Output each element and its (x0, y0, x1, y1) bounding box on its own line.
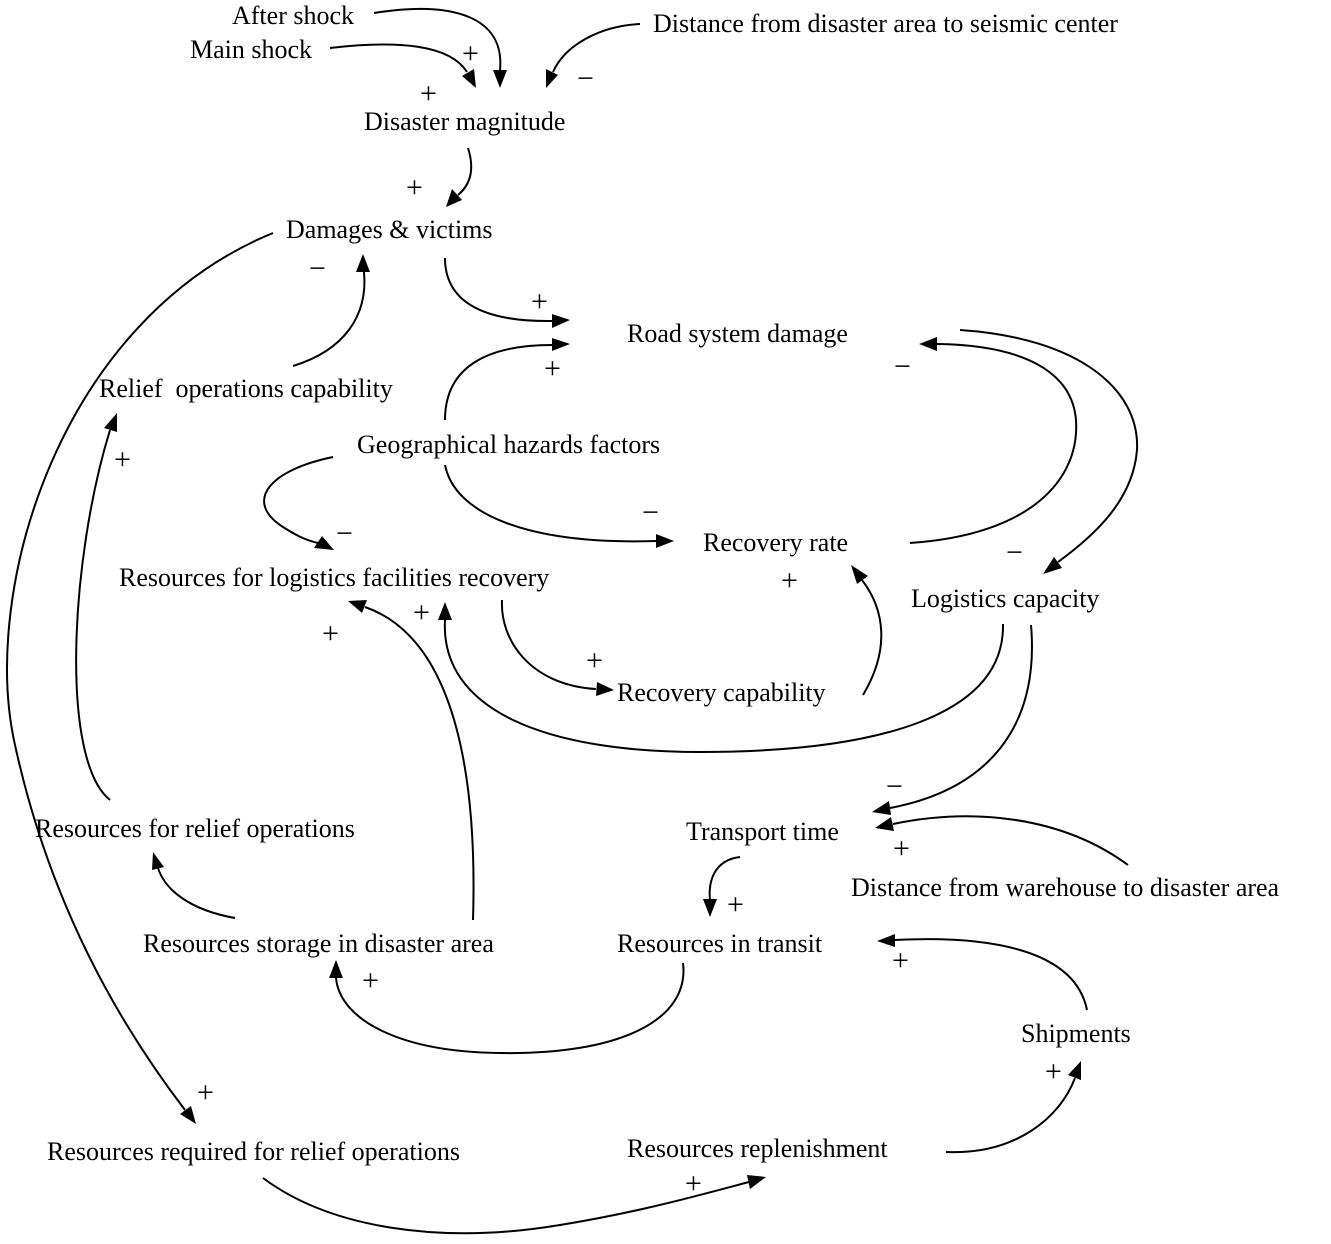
polarity-distance-seismic: − (577, 62, 594, 95)
polarity-in-transit-storage: + (362, 964, 379, 997)
node-disaster-magnitude: Disaster magnitude (364, 107, 565, 136)
node-road-system-damage: Road system damage (627, 319, 848, 348)
node-resources-required: Resources required for relief operations (47, 1137, 460, 1166)
link-distance-seismic-to-magnitude (546, 23, 641, 88)
node-recovery-capability: Recovery capability (617, 678, 826, 707)
link-after-shock-to-magnitude (373, 7, 507, 88)
link-damages-to-resources-required (6, 232, 274, 1124)
polarity-required-replenishment: + (685, 1167, 702, 1200)
node-after-shock: After shock (232, 1, 354, 30)
node-relief-operations-capability: Relief operations capability (99, 374, 393, 403)
polarity-damages-required: + (197, 1076, 214, 1109)
polarity-main-shock: + (420, 77, 437, 110)
polarity-transport-in-transit: + (727, 888, 744, 921)
link-recovery-capability-to-recovery-rate (851, 565, 883, 696)
polarity-capability-rate: + (781, 564, 798, 597)
polarity-recovery-rate-road: − (894, 350, 911, 383)
polarity-relief-capability-damages: − (309, 252, 326, 285)
polarity-logistics-capacity-transport: − (886, 770, 903, 803)
node-geographical-hazards-factors: Geographical hazards factors (357, 430, 660, 459)
node-logistics-capacity: Logistics capacity (911, 584, 1099, 613)
link-main-shock-to-magnitude (329, 43, 476, 88)
node-resources-storage: Resources storage in disaster area (143, 929, 494, 958)
link-relief-capability-to-damages (292, 254, 370, 367)
link-recovery-rate-to-road-damage (909, 337, 1078, 544)
polarity-relief-resources-capability: + (114, 443, 131, 476)
polarity-shipments-in-transit: + (892, 944, 909, 977)
polarity-logistics-capacity-resources: + (413, 596, 430, 629)
link-distance-warehouse-to-transport-time (875, 815, 1129, 866)
node-resources-logistics-recovery: Resources for logistics facilities recov… (119, 563, 549, 592)
link-replenishment-to-shipments (945, 1061, 1081, 1154)
polarity-storage-logistics-resources: + (322, 617, 339, 650)
link-geo-hazards-to-road-damage (444, 338, 570, 421)
polarity-magnitude-damages: + (406, 171, 423, 204)
node-main-shock: Main shock (190, 35, 312, 64)
link-road-damage-to-logistics-capacity (959, 329, 1139, 574)
node-resources-in-transit: Resources in transit (617, 929, 823, 958)
polarity-road-logistics-capacity: − (1006, 536, 1023, 569)
link-required-to-replenishment (262, 1175, 766, 1235)
node-recovery-rate: Recovery rate (703, 528, 848, 557)
polarity-distance-warehouse-transport: + (893, 832, 910, 865)
link-storage-to-relief-resources (152, 852, 236, 919)
link-geo-hazards-to-recovery-rate (444, 464, 674, 548)
node-distance-warehouse: Distance from warehouse to disaster area (851, 873, 1280, 902)
node-transport-time: Transport time (686, 817, 839, 846)
polarity-damages-road: + (531, 285, 548, 318)
link-logistics-resources-to-recovery-capability (500, 599, 614, 696)
node-resources-relief-operations: Resources for relief operations (35, 814, 355, 843)
link-logistics-capacity-to-logistics-resources (438, 602, 1005, 754)
link-logistics-capacity-to-transport-time (872, 624, 1033, 815)
link-relief-resources-to-relief-capability (75, 413, 117, 801)
node-resources-replenishment: Resources replenishment (627, 1134, 888, 1163)
link-magnitude-to-damages (446, 147, 473, 207)
link-in-transit-to-storage (329, 960, 685, 1055)
link-storage-to-logistics-resources (348, 600, 475, 921)
link-shipments-to-in-transit (877, 934, 1088, 1011)
polarity-replenishment-shipments: + (1045, 1055, 1062, 1088)
link-geo-hazards-to-logistics-resources (263, 456, 334, 550)
node-shipments: Shipments (1021, 1019, 1131, 1048)
polarity-geo-logistics-resources: − (336, 517, 353, 550)
node-damages-victims: Damages & victims (286, 215, 493, 244)
link-transport-time-to-in-transit (703, 856, 741, 917)
link-damages-to-road-damage (444, 257, 570, 328)
polarity-geo-road: + (544, 352, 561, 385)
polarity-after-shock: + (462, 37, 479, 70)
polarity-geo-recovery-rate: − (642, 496, 659, 529)
polarity-logistics-resources-capability: + (586, 644, 603, 677)
node-distance-seismic-center: Distance from disaster area to seismic c… (653, 9, 1118, 38)
